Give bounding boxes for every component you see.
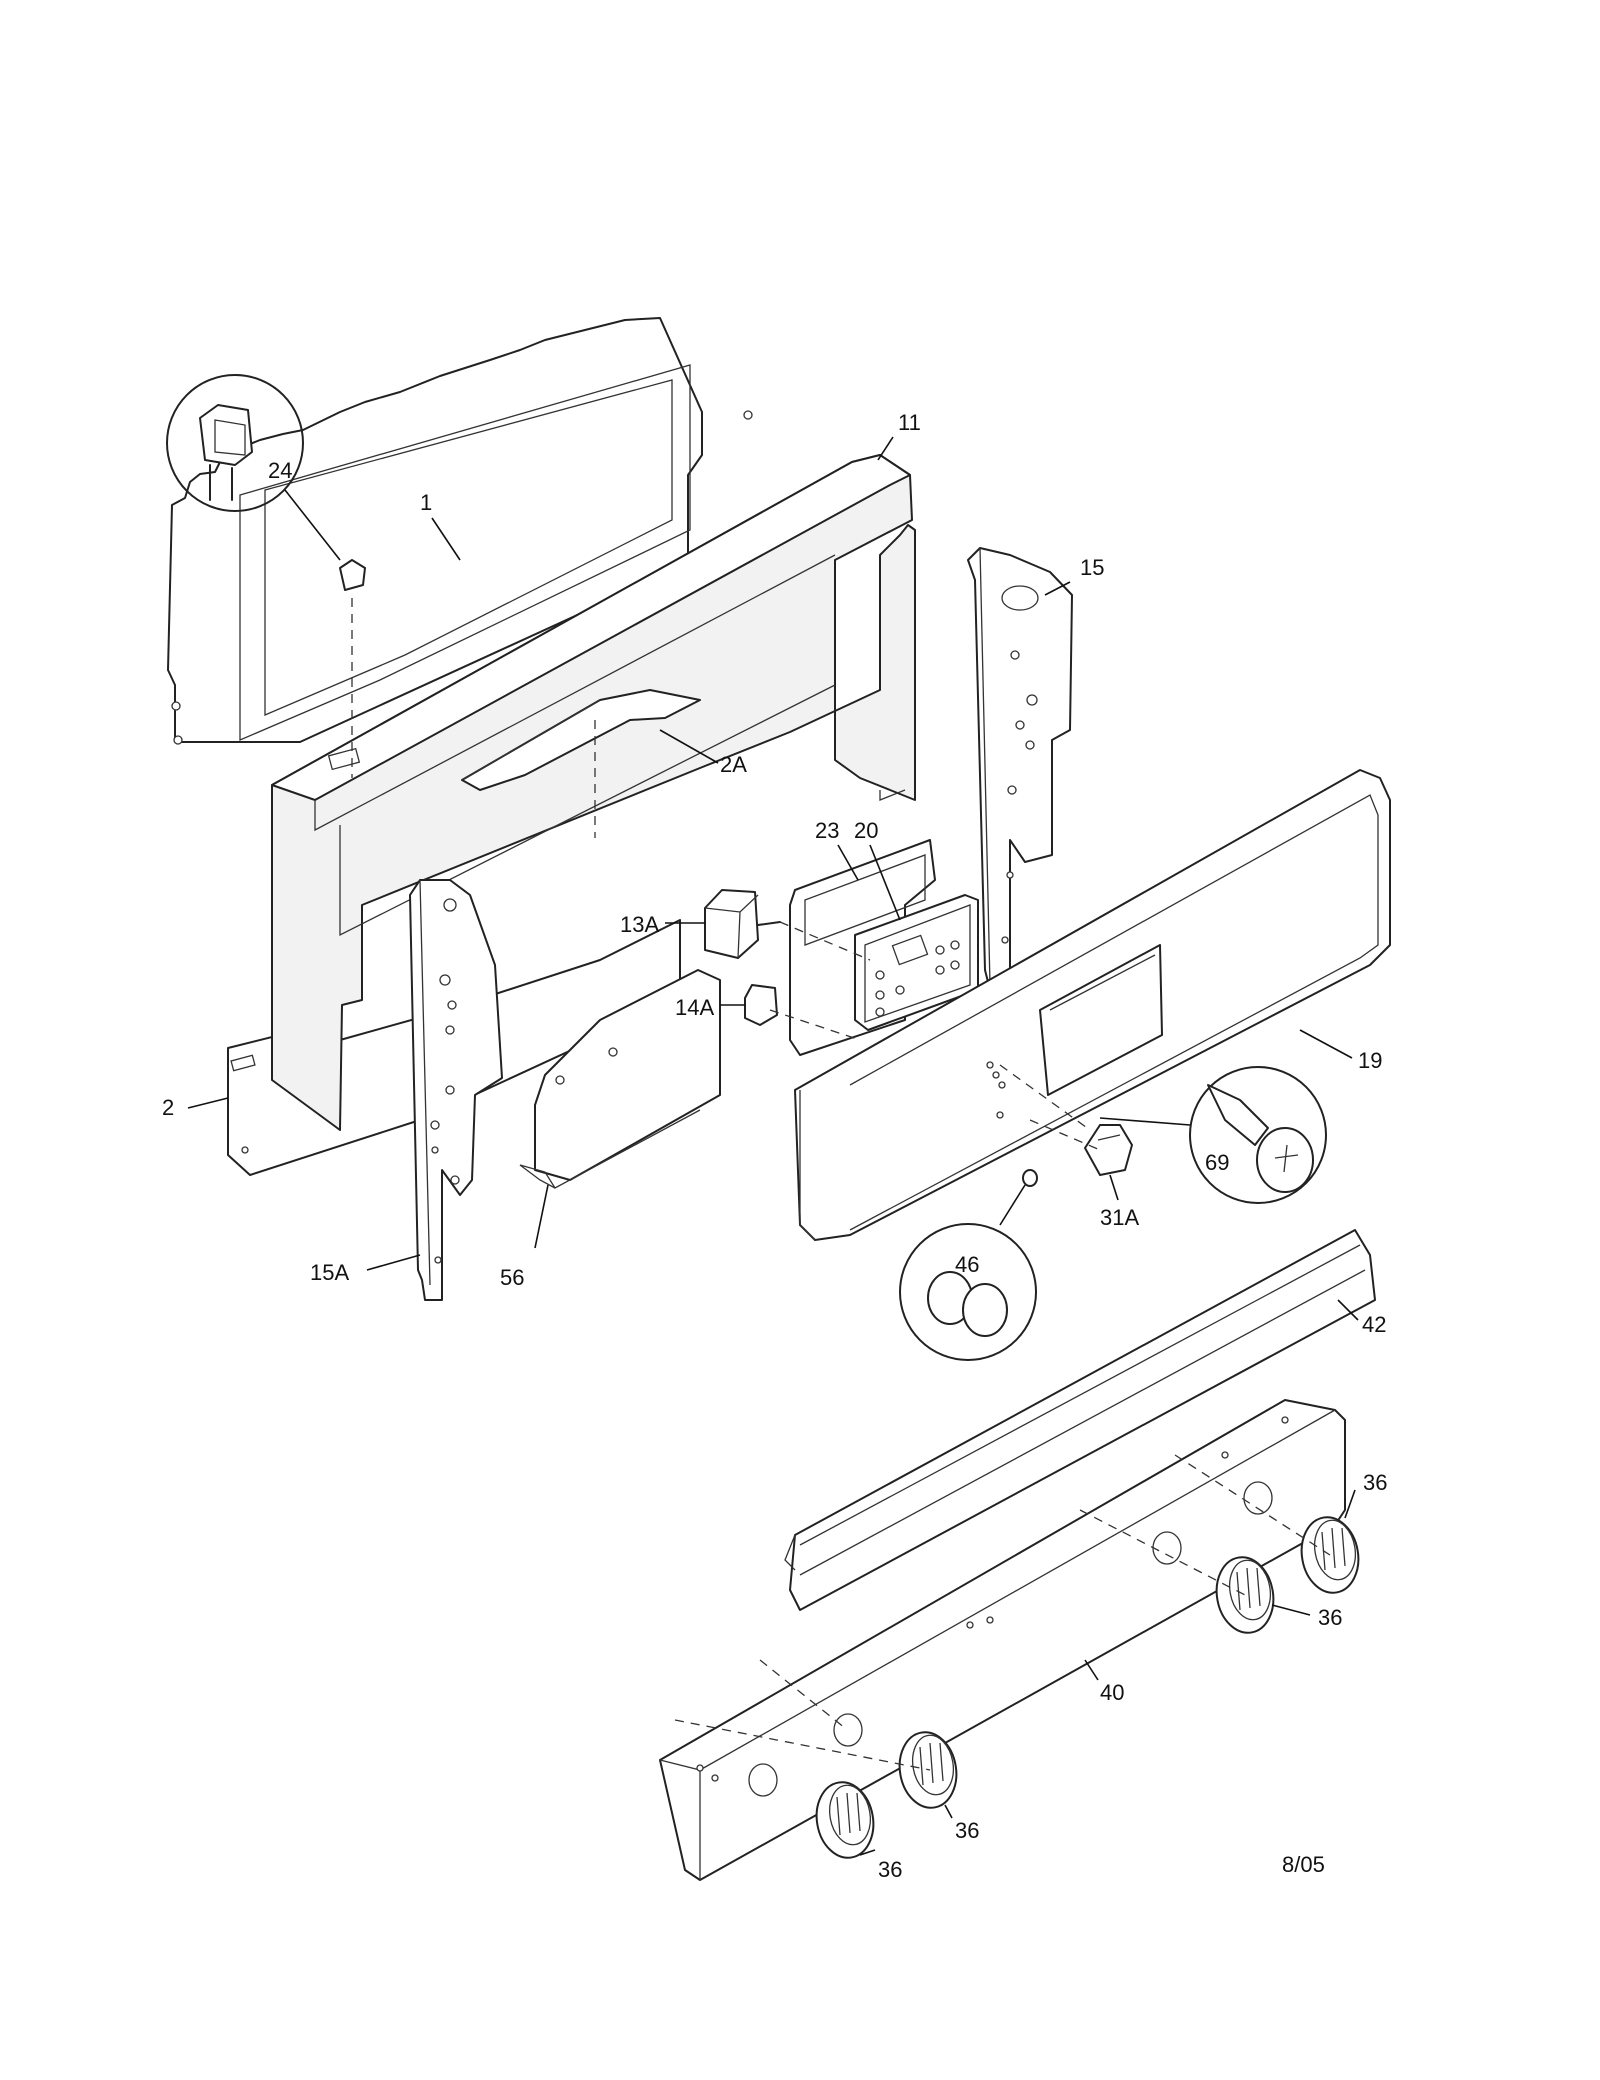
leader-lines [187,436,1359,1856]
part-2A-shield [461,689,701,791]
label-part-56: 56 [500,1265,524,1290]
alignment-lines [351,598,1331,1771]
label-part-31A: 31A [1100,1205,1139,1230]
date-code: 8/05 [1282,1852,1325,1877]
knob-36-d [815,1781,875,1859]
label-part-11: 11 [898,410,921,435]
label-part-36-c: 36 [955,1818,979,1843]
part-19-control-panel [794,769,1391,1241]
part-1-back-panel [167,317,753,745]
callout-24-rocker-switch [166,374,366,591]
label-part-2: 2 [162,1095,174,1120]
part-31A-knob [1084,1124,1133,1176]
part-14A-small-switch [744,984,778,1026]
part-15-right-bracket [967,547,1073,991]
label-part-1: 1 [420,490,432,515]
label-part-40: 40 [1100,1680,1124,1705]
callout-69-screw [1099,1066,1327,1204]
callout-46-plug [899,1169,1038,1361]
label-part-20: 20 [854,818,878,843]
label-part-24: 24 [268,458,292,483]
label-part-13A: 13A [620,912,659,937]
label-part-2A: 2A [720,752,747,777]
label-part-23: 23 [815,818,839,843]
label-part-15A: 15A [310,1260,349,1285]
label-part-69: 69 [1205,1150,1229,1175]
part-15A-left-bracket [409,879,503,1301]
label-part-15: 15 [1080,555,1104,580]
label-part-36-a: 36 [1363,1470,1387,1495]
part-42-trim [784,1229,1376,1611]
part-11-front-frame [271,454,916,1131]
label-part-19: 19 [1358,1048,1382,1073]
label-part-46: 46 [955,1252,979,1277]
part-labels: 1 2 2A 11 13A 14A 15 15A 19 20 23 24 31A… [162,410,1387,1882]
label-part-14A: 14A [675,995,714,1020]
part-56-housing [519,969,721,1189]
label-part-36-d: 36 [878,1857,902,1882]
label-part-36-b: 36 [1318,1605,1342,1630]
part-13A-switch [704,889,781,959]
label-part-42: 42 [1362,1312,1386,1337]
